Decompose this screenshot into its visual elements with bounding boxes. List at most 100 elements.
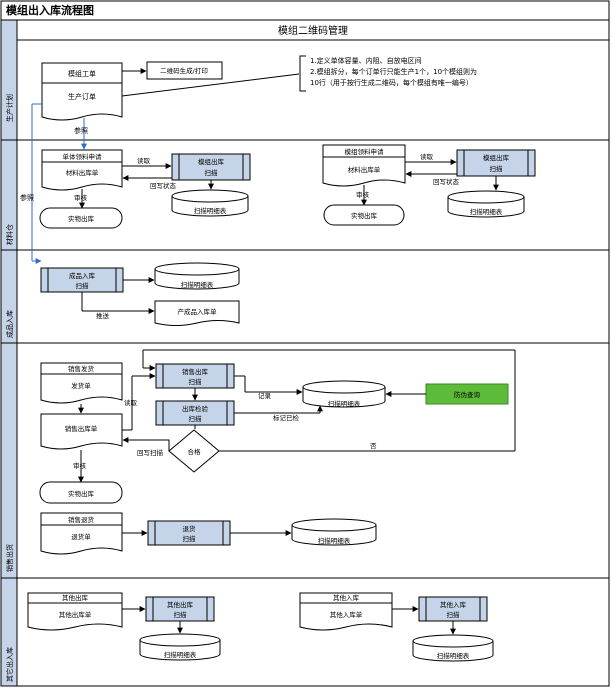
lane-label-finished: 成品入库 [5, 310, 14, 338]
left-material-process [171, 153, 251, 181]
other-out-body: 其他出库单 [59, 610, 92, 619]
ship-doc [40, 362, 123, 404]
cell-doc-label: 材料出库单 [66, 168, 99, 177]
right-audit-label: 审核 [356, 190, 370, 199]
other-out-title: 其他出库 [62, 593, 89, 602]
work-order-doc [41, 62, 123, 121]
right-obtain-label: 读取 [420, 152, 434, 161]
other-out-process-label-2: 扫描 [174, 610, 188, 619]
other-in-body: 其他入库单 [330, 610, 363, 619]
lane-label-sales: 销售出货 [5, 544, 14, 572]
sales-out-doc-label: 销售出库单 [65, 424, 98, 433]
right-scan-detail-db [447, 190, 525, 218]
other-in-detail-label: 扫描明细表 [437, 651, 470, 660]
left-physical-out-label: 实物出库 [68, 214, 95, 223]
return-scan-label-2: 扫描 [183, 534, 197, 543]
other-in-title: 其他入库 [333, 593, 360, 602]
qualified-decision [168, 429, 220, 473]
right-scan-detail-label: 扫描明细表 [470, 207, 503, 216]
other-in-doc [299, 592, 393, 631]
other-out-process-label-1: 其他出库 [167, 600, 194, 609]
mark-pass-label: 标记已检 [273, 413, 300, 422]
sales-scan-detail-label: 扫描明细表 [328, 399, 361, 408]
writeback-scan-label: 回写扫描 [137, 448, 164, 457]
note-bracket [299, 55, 306, 92]
note-line-2: 2.模组拆分，每个订单行只能生产1个，10个模组则为 [310, 67, 477, 76]
lane-label-material: 材料仓 [5, 224, 14, 245]
lane-label-plan: 生产计划 [5, 94, 14, 122]
return-scan-detail-label: 扫描明细表 [318, 536, 351, 545]
finished-push-label: 推送 [96, 311, 110, 320]
finished-doc-label: 产成品入库单 [178, 307, 218, 316]
module-doc-label: 材料出库单 [348, 165, 381, 174]
diagram-title: 模组出入库流程图 [6, 3, 94, 17]
note-line-3: 10行（用于按行生成二维码，每个模组有唯一编号） [310, 78, 473, 87]
left-scan-detail-db [171, 189, 249, 217]
left-audit-label: 审核 [74, 193, 88, 202]
header-title: 模组二维码管理 [278, 24, 348, 37]
finished-scan-detail-db [154, 262, 240, 290]
sales-audit-label: 审核 [73, 461, 87, 470]
note-connector [121, 73, 300, 97]
cell-request-label: 单体领料申请 [63, 152, 103, 161]
right-process-label-2: 扫描 [490, 164, 504, 173]
other-out-detail-db [139, 633, 221, 661]
left-writeback-label: 回写状态 [150, 181, 177, 190]
qr-print-box [146, 61, 223, 80]
finished-doc [154, 300, 240, 326]
finished-process-label-1: 成品入库 [69, 271, 96, 280]
sales-physical-out-label: 实物出库 [68, 489, 95, 498]
ship-doc-title: 销售发货 [68, 364, 95, 373]
qr-print-label: 二维码生成/打印 [160, 66, 208, 75]
finished-process-label-2: 扫描 [76, 281, 90, 290]
finished-scan-detail-label: 扫描明细表 [181, 280, 214, 289]
reference-label: 参照 [74, 126, 88, 135]
other-in-detail-db [412, 634, 494, 662]
record-label: 记录 [258, 392, 272, 400]
check-scan-label-2: 扫描 [189, 414, 203, 423]
lane-label-other: 其它出入库 [5, 647, 14, 682]
other-in-process-label-2: 扫描 [447, 610, 461, 619]
lane-label-column [0, 19, 18, 687]
right-writeback-label: 回写状态 [433, 177, 460, 186]
no-label: 否 [370, 442, 377, 450]
check-scan-label-1: 出库检验 [182, 404, 209, 413]
right-physical-out-label: 实物出库 [351, 211, 378, 220]
return-scan-label-1: 退货 [183, 524, 197, 533]
cell-material-doc [41, 149, 123, 191]
left-process-label-1: 模组出库 [198, 157, 225, 166]
qualified-label: 合格 [188, 447, 202, 456]
right-material-process [456, 149, 536, 177]
other-in-process-label-1: 其他入库 [440, 600, 467, 609]
right-physical-out [323, 204, 405, 226]
ship-doc-body: 发货单 [71, 381, 91, 390]
return-scan-detail-db [291, 518, 377, 546]
sales-scan-detail-db [302, 380, 386, 408]
check-scan [155, 400, 235, 426]
left-physical-out [39, 207, 123, 229]
return-doc [40, 512, 123, 555]
other-out-process [145, 596, 215, 622]
return-doc-body: 退货单 [71, 532, 91, 541]
sales-out-scan-label-1: 销售出库 [182, 367, 209, 376]
left-obtain-label: 读取 [137, 156, 151, 165]
sales-out-scan [155, 363, 235, 389]
right-process-label-1: 模组出库 [483, 153, 510, 162]
sales-out-doc [40, 413, 123, 450]
other-in-process [418, 596, 488, 622]
sales-physical-out [39, 481, 123, 504]
other-out-doc [27, 592, 123, 631]
reference-label-2: 参照 [20, 193, 34, 202]
sales-out-scan-label-2: 扫描 [189, 377, 203, 386]
left-scan-detail-label: 扫描明细表 [194, 206, 227, 215]
other-out-detail-label: 扫描明细表 [164, 650, 197, 659]
sales-obtain-label: 读取 [124, 398, 138, 407]
work-order-label: 模组工单 [68, 69, 96, 78]
module-material-doc [322, 144, 406, 187]
left-process-label-2: 扫描 [205, 168, 219, 177]
header-band [16, 19, 610, 41]
module-request-label: 模组领料申请 [345, 147, 385, 156]
return-doc-title: 销售退货 [68, 515, 95, 524]
production-order-label: 生产订单 [68, 92, 96, 101]
